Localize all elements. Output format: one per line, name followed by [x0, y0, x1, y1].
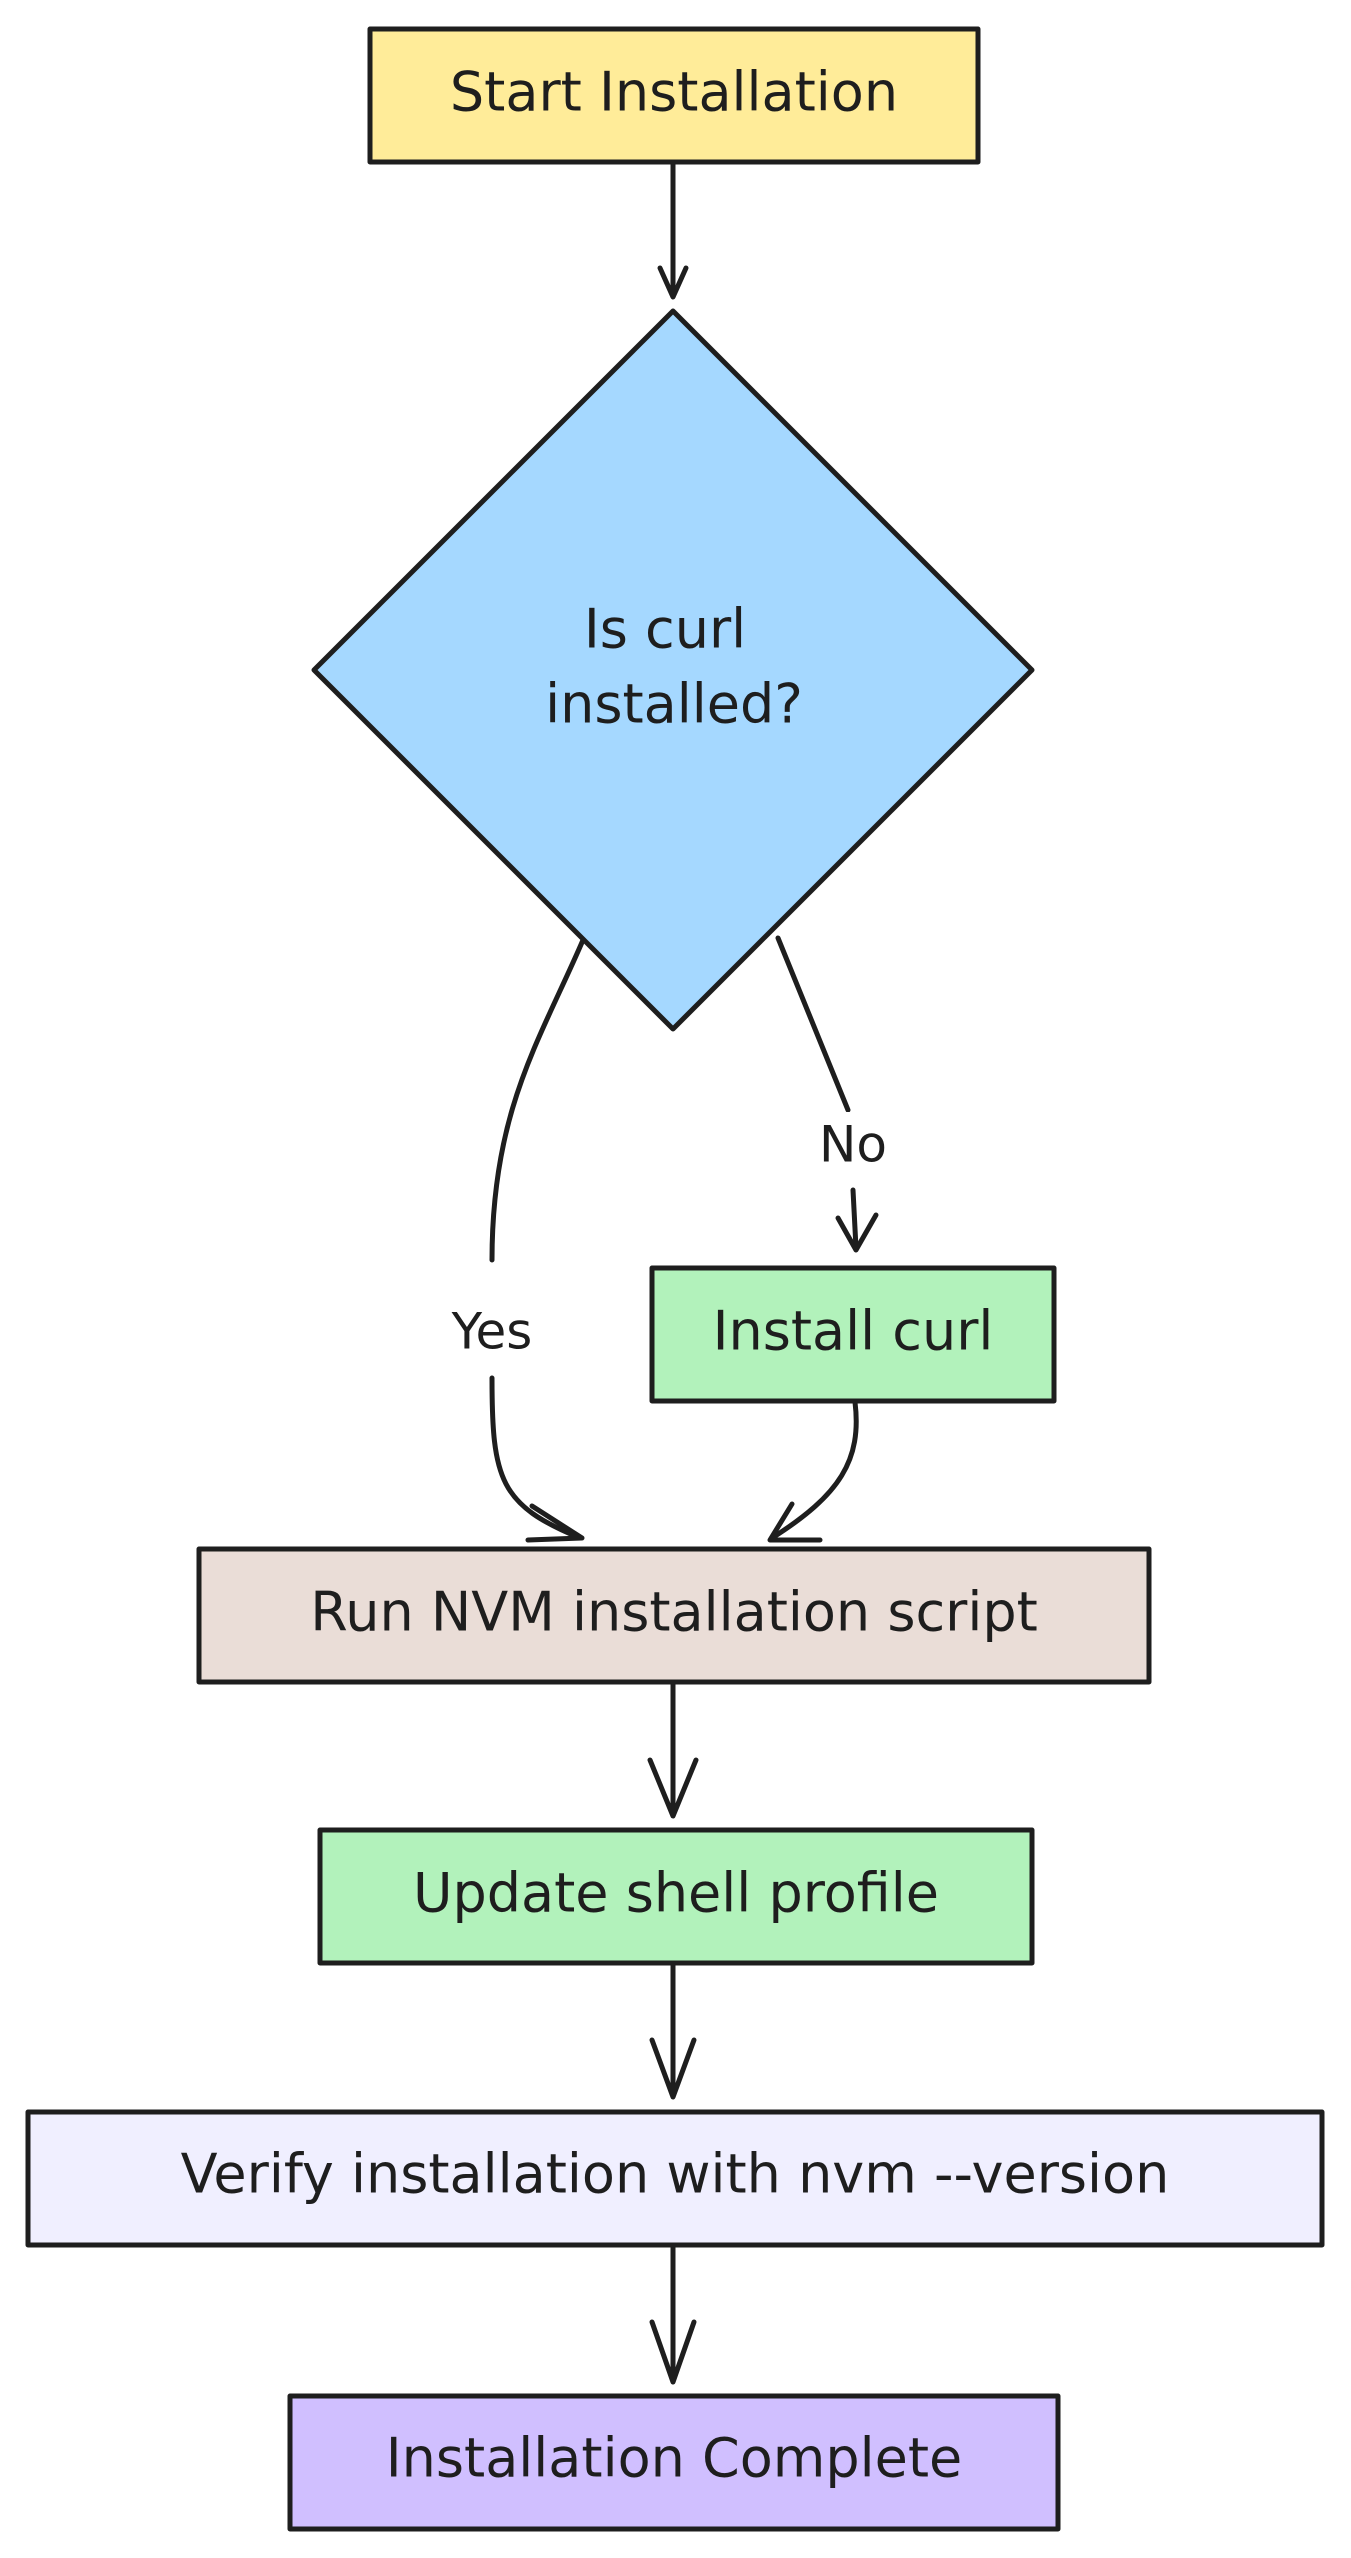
installation-complete-label: Installation Complete — [386, 2427, 963, 2490]
update-shell-profile-label: Update shell profile — [413, 1862, 939, 1925]
no-label-bg — [808, 1112, 898, 1182]
node-is-curl-installed: Is curl installed? — [311, 308, 1035, 1032]
yes-label: Yes — [451, 1303, 533, 1361]
start-installation-label: Start Installation — [450, 61, 898, 124]
node-start-installation: Start Installation — [367, 26, 981, 165]
verify-installation-label: Verify installation with nvm --version — [181, 2143, 1170, 2206]
node-verify-installation: Verify installation with nvm --version — [25, 2109, 1325, 2248]
decision-label-line2: installed? — [545, 673, 803, 736]
edge-decision-no — [775, 935, 879, 1253]
edge-start-to-decision — [657, 159, 689, 300]
edge-decision-yes — [489, 937, 586, 1543]
run-nvm-script-label: Run NVM installation script — [310, 1581, 1038, 1644]
node-run-nvm-script: Run NVM installation script — [196, 1546, 1152, 1685]
node-install-curl: Install curl — [649, 1265, 1057, 1404]
yes-label-bg — [440, 1300, 544, 1370]
node-update-shell-profile: Update shell profile — [317, 1827, 1035, 1966]
node-installation-complete: Installation Complete — [287, 2393, 1061, 2532]
install-curl-label: Install curl — [713, 1300, 994, 1363]
edge-script-to-profile — [647, 1681, 699, 1819]
edge-curl-to-script — [767, 1399, 859, 1543]
no-label: No — [819, 1116, 887, 1174]
edge-verify-to-complete — [649, 2243, 697, 2385]
decision-label-line1: Is curl — [584, 598, 746, 661]
edge-profile-to-verify — [649, 1961, 697, 2100]
